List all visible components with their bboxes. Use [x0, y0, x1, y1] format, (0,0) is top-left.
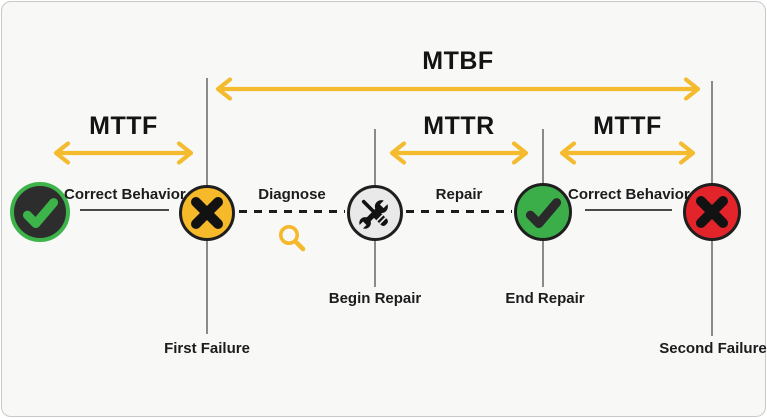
segment-label-correct-behavior-2: Correct Behavior	[568, 186, 690, 203]
segment-line-diagnose	[239, 210, 345, 213]
mtbf-label: MTBF	[422, 47, 494, 75]
check-icon	[522, 191, 564, 233]
node-first-failure	[179, 185, 235, 241]
mtbf-arrow	[214, 76, 702, 102]
event-label-first-failure: First Failure	[164, 340, 250, 357]
tools-icon	[353, 191, 397, 235]
mttf-right-label: MTTF	[593, 112, 662, 140]
node-end-repair	[514, 183, 572, 241]
segment-line-correct-behavior-1	[80, 209, 169, 211]
segment-label-correct-behavior-1: Correct Behavior	[64, 186, 186, 203]
mttf-left-label: MTTF	[89, 112, 158, 140]
node-begin-repair	[347, 185, 403, 241]
segment-label-repair: Repair	[435, 186, 483, 203]
segment-line-correct-behavior-2	[585, 209, 672, 211]
x-icon	[691, 191, 733, 233]
check-icon	[19, 191, 61, 233]
node-second-failure	[683, 183, 741, 241]
x-icon	[186, 192, 228, 234]
mttr-label: MTTR	[423, 112, 495, 140]
segment-label-diagnose: Diagnose	[258, 186, 326, 203]
event-label-end-repair: End Repair	[505, 290, 585, 307]
mttr-arrow	[388, 140, 530, 166]
segment-line-repair	[406, 210, 512, 213]
event-label-begin-repair: Begin Repair	[328, 290, 422, 307]
node-ok-start	[10, 182, 70, 242]
event-label-second-failure: Second Failure	[659, 340, 767, 357]
magnifier-icon	[276, 223, 310, 257]
mttf-right-arrow	[558, 140, 697, 166]
mttf-left-arrow	[52, 140, 195, 166]
